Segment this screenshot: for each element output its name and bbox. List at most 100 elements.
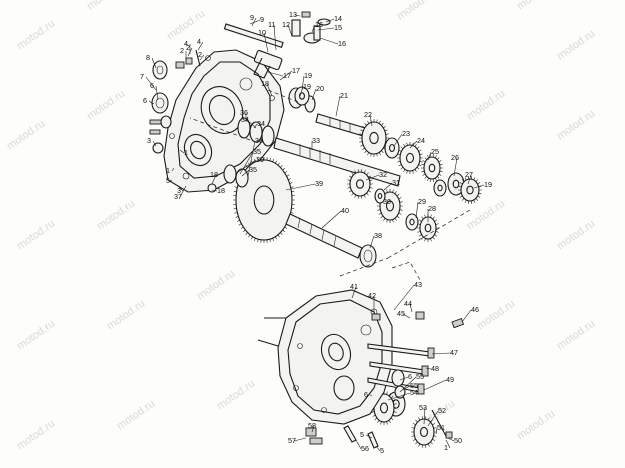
callout-leader <box>473 184 485 189</box>
callout-number-39: 39 <box>256 155 264 164</box>
watermark-text: motod.ru <box>15 418 57 453</box>
callout-leader <box>425 367 432 370</box>
callout-leader <box>179 149 185 154</box>
callout-number-46: 46 <box>471 305 479 314</box>
callout-number-1: 1 <box>444 443 448 452</box>
callout-leader <box>246 119 257 129</box>
output-shaft <box>285 213 377 268</box>
callout-number-36: 36 <box>240 108 248 117</box>
callout-leader <box>145 76 157 91</box>
callout-number-3: 3 <box>177 186 181 195</box>
main-shaft <box>237 117 401 187</box>
callout-leader <box>369 114 373 127</box>
callout-leader <box>365 434 373 439</box>
callout-leader <box>401 385 411 391</box>
callout-number-37: 37 <box>174 192 182 201</box>
callout-leader <box>155 85 159 101</box>
callout-number-26: 26 <box>451 153 459 162</box>
gear-27 <box>458 176 482 204</box>
watermark-text: motod.ru <box>395 0 437 22</box>
callout-number-18: 18 <box>217 186 225 195</box>
callout-number-29: 29 <box>418 197 426 206</box>
callout-leader <box>247 140 256 177</box>
gear-32 <box>347 169 373 199</box>
callout-leader <box>319 37 339 45</box>
callout-number-41: 41 <box>350 282 358 291</box>
watermark-text: motod.ru <box>475 298 517 333</box>
callout-leader <box>415 201 419 219</box>
callout-number-38: 38 <box>374 231 382 240</box>
watermark-text: motod.ru <box>555 108 597 143</box>
callout-leader <box>355 439 362 450</box>
callout-number-36: 36 <box>255 136 263 145</box>
callout-leader <box>388 199 391 203</box>
callout-leader <box>387 392 411 401</box>
callout-number-5: 5 <box>360 430 364 439</box>
callout-number-57: 57 <box>288 436 296 445</box>
callout-number-20: 20 <box>316 84 324 93</box>
callout-number-2: 2 <box>198 50 202 59</box>
callout-leader <box>239 151 254 175</box>
gear-22 <box>359 119 389 157</box>
callout-number-27: 27 <box>465 170 473 179</box>
upper-left-seals <box>149 49 201 154</box>
washer-19 <box>294 86 310 106</box>
callout-number-19: 19 <box>303 82 311 91</box>
callout-number-40: 40 <box>341 206 349 215</box>
callout-number-7: 7 <box>140 72 144 81</box>
callout-leader <box>423 407 426 425</box>
callout-leader <box>427 410 439 427</box>
watermark-text: motod.ru <box>195 268 237 303</box>
callout-leader <box>187 47 193 57</box>
callout-leader <box>237 159 257 173</box>
callout-leader <box>311 88 317 101</box>
callout-leader <box>431 352 451 355</box>
callout-number-28: 28 <box>428 204 436 213</box>
callout-leader <box>321 210 342 229</box>
callout-leader <box>311 425 315 433</box>
lower-bolts <box>305 311 465 449</box>
watermark-text: motod.ru <box>15 18 57 53</box>
watermark-text: motod.ru <box>555 318 597 353</box>
callout-leader <box>197 41 204 51</box>
callout-number-3: 3 <box>147 136 151 145</box>
callout-number-18: 18 <box>210 170 218 179</box>
callout-leader <box>467 174 472 185</box>
callout-number-1: 1 <box>166 166 170 175</box>
callout-leader <box>325 18 335 23</box>
watermark-text: motod.ru <box>105 298 147 333</box>
gear-layer <box>233 86 482 448</box>
callout-number-34: 34 <box>241 115 249 124</box>
watermark-text: motod.ru <box>95 198 137 233</box>
callout-number-47: 47 <box>450 348 458 357</box>
callout-number-23: 23 <box>402 129 410 138</box>
callout-number-10: 10 <box>258 28 266 37</box>
callout-number-8: 8 <box>146 53 150 62</box>
callout-leader <box>445 439 451 449</box>
callout-number-15: 15 <box>334 23 342 32</box>
callout-number-55: 55 <box>410 381 418 390</box>
callout-number-52: 52 <box>438 406 446 415</box>
callout-leader <box>393 133 403 147</box>
large-gear-39 <box>233 157 295 243</box>
callout-leader <box>253 123 258 129</box>
callout-number-9: 9 <box>260 15 264 24</box>
callout-leader <box>369 394 373 397</box>
callout-leader <box>399 376 417 393</box>
watermark-text: motod.ru <box>15 218 57 253</box>
callout-leader <box>335 95 341 117</box>
callout-number-33: 33 <box>312 136 320 145</box>
callout-leader <box>211 189 218 192</box>
callout-number-9: 9 <box>250 13 254 22</box>
sprocket-54 <box>371 391 397 425</box>
callout-number-5: 5 <box>380 446 384 455</box>
callout-leader <box>311 24 316 33</box>
watermark-text: motod.ru <box>515 0 557 12</box>
callout-number-17: 17 <box>292 66 300 75</box>
callout-leaders <box>145 14 485 452</box>
callout-leader <box>177 185 184 192</box>
callout-number-18: 18 <box>261 79 269 88</box>
callout-leader <box>402 313 411 319</box>
